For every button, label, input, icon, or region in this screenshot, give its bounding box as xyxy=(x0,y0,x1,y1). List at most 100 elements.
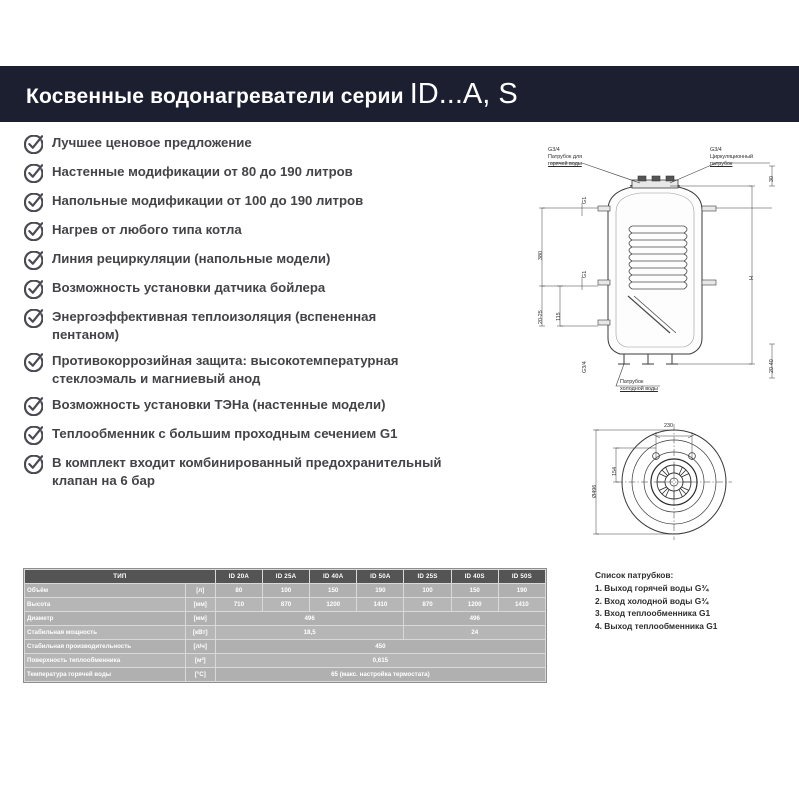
table-row: Температура горячей воды[°С]65 (макс. на… xyxy=(24,667,547,682)
feature-label: В комплект входит комбинированный предох… xyxy=(52,455,442,488)
table-header-model: ID 20A xyxy=(214,569,263,584)
page-title-prefix: Косвенные водонагреватели серии xyxy=(26,84,404,108)
nozzle-list-title: Список патрубков: xyxy=(595,570,674,580)
feature-item: Настенные модификации от 80 до 190 литро… xyxy=(23,163,444,184)
table-cell-value-group: 496 xyxy=(403,611,546,626)
feature-label: Противокоррозийная защита: высокотемпера… xyxy=(52,353,399,386)
table-row: Стабильная производительность[л/ч]450 xyxy=(24,639,547,654)
bottom-view-svg xyxy=(593,424,732,540)
table-cell-value: 100 xyxy=(403,583,452,598)
table-cell-parameter: Поверхность теплообменника xyxy=(24,653,186,668)
table-cell-unit: [мм] xyxy=(184,597,216,612)
check-circle-icon xyxy=(23,396,44,417)
page-title-model: ID...A, S xyxy=(409,77,518,110)
check-circle-icon xyxy=(23,221,44,242)
dimension-230: 230 xyxy=(664,423,673,429)
table-cell-value-span: 65 (макс. настройка термостата) xyxy=(214,667,547,682)
title-band: Косвенные водонагреватели серии ID...A, … xyxy=(0,66,799,122)
dimension-diameter-496: Ø496 xyxy=(592,484,598,498)
table-cell-value: 870 xyxy=(261,597,311,612)
table-cell-unit: [л/ч] xyxy=(184,639,216,654)
table-cell-value-group: 24 xyxy=(403,625,546,640)
table-cell-parameter: Температура горячей воды xyxy=(24,667,186,682)
table-cell-unit: [м²] xyxy=(184,653,216,668)
feature-label: Возможность установки ТЭНа (настенные мо… xyxy=(52,397,386,412)
table-cell-unit: [°С] xyxy=(184,667,216,682)
feature-item: Энергоэффективная теплоизоляция (вспенен… xyxy=(23,308,444,343)
technical-drawing-bottom-view: 230 154 Ø496 xyxy=(556,418,799,543)
nozzle-list-item: 2. Вход холодной воды G¾ xyxy=(595,595,709,606)
dimension-380: 380 xyxy=(538,251,544,260)
table-cell-value: 1200 xyxy=(309,597,358,612)
callout-cold-line1: Патрубок xyxy=(620,379,644,385)
dimension-30: 30 xyxy=(769,176,775,182)
feature-item: Линия рециркуляции (напольные модели) xyxy=(23,250,444,271)
table-cell-value-group: 18,5 xyxy=(214,625,405,640)
check-circle-icon xyxy=(23,134,44,155)
table-cell-value: 80 xyxy=(214,583,263,598)
feature-item: Противокоррозийная защита: высокотемпера… xyxy=(23,352,444,387)
feature-item: Теплообменник с большим проходным сечени… xyxy=(23,425,444,446)
check-circle-icon xyxy=(23,163,44,184)
table-cell-value: 190 xyxy=(356,583,405,598)
check-circle-icon xyxy=(23,425,44,446)
table-cell-value-span: 450 xyxy=(214,639,547,654)
table-cell-parameter: Диаметр xyxy=(24,611,186,626)
dimension-20-40: 20-40 xyxy=(769,359,775,373)
feature-label: Линия рециркуляции (напольные модели) xyxy=(52,251,331,266)
feature-label: Лучшее ценовое предложение xyxy=(52,135,252,150)
table-cell-parameter: Стабильная мощность xyxy=(24,625,186,640)
table-cell-value: 190 xyxy=(497,583,547,598)
nozzle-list-item: 1. Выход горячей воды G¾ xyxy=(595,583,709,594)
check-circle-icon xyxy=(23,279,44,300)
callout-circulation-size: G3/4 xyxy=(710,147,722,153)
table-cell-value: 870 xyxy=(403,597,452,612)
table-cell-value: 100 xyxy=(261,583,311,598)
dimension-H: H xyxy=(749,276,755,280)
feature-item: Возможность установки датчика бойлера xyxy=(23,279,444,300)
table-header-model: ID 40S xyxy=(450,569,499,584)
table-cell-value: 150 xyxy=(309,583,358,598)
port-label-g34: G3/4 xyxy=(582,361,588,373)
table-header-model: ID 50A xyxy=(356,569,405,584)
table-cell-parameter: Стабильная производительность xyxy=(24,639,186,654)
table-row: Поверхность теплообменника[м²]0,615 xyxy=(24,653,547,668)
nozzle-list-item: 3. Вход теплообменника G1 xyxy=(595,608,711,619)
table-cell-parameter: Высота xyxy=(24,597,186,612)
table-header-model: ID 50S xyxy=(497,569,547,584)
page-title: Косвенные водонагреватели серии ID...A, … xyxy=(0,78,518,111)
table-header-model: ID 25A xyxy=(261,569,311,584)
feature-label: Теплообменник с большим проходным сечени… xyxy=(52,426,398,441)
nozzle-list: Список патрубков: 1. Выход горячей воды … xyxy=(595,569,795,632)
technical-drawing-side-view: G3/4 Патрубок для горячей воды G3/4 Цирк… xyxy=(520,128,799,413)
callout-hot-line2: горячей воды xyxy=(548,161,582,167)
feature-label: Настенные модификации от 80 до 190 литро… xyxy=(52,164,353,179)
side-view-svg xyxy=(539,162,775,387)
table-header-model: ID 25S xyxy=(403,569,452,584)
feature-item: Лучшее ценовое предложение xyxy=(23,134,444,155)
dimension-154: 154 xyxy=(612,467,618,476)
table-cell-value: 1410 xyxy=(497,597,547,612)
table-cell-value-group: 496 xyxy=(214,611,405,626)
check-circle-icon xyxy=(23,192,44,213)
table-cell-unit: [мм] xyxy=(184,611,216,626)
feature-label: Нагрев от любого типа котла xyxy=(52,222,242,237)
table-cell-value: 150 xyxy=(450,583,499,598)
dimension-115: 115 xyxy=(556,312,562,321)
callout-hot-size: G3/4 xyxy=(548,147,560,153)
feature-item: Напольные модификации от 100 до 190 литр… xyxy=(23,192,444,213)
port-label-g1-upper: G1 xyxy=(582,196,588,204)
feature-item: Нагрев от любого типа котла xyxy=(23,221,444,242)
check-circle-icon xyxy=(23,454,44,475)
table-cell-unit: [кВт] xyxy=(184,625,216,640)
callout-circulation-line1: Циркуляционный xyxy=(710,154,753,160)
